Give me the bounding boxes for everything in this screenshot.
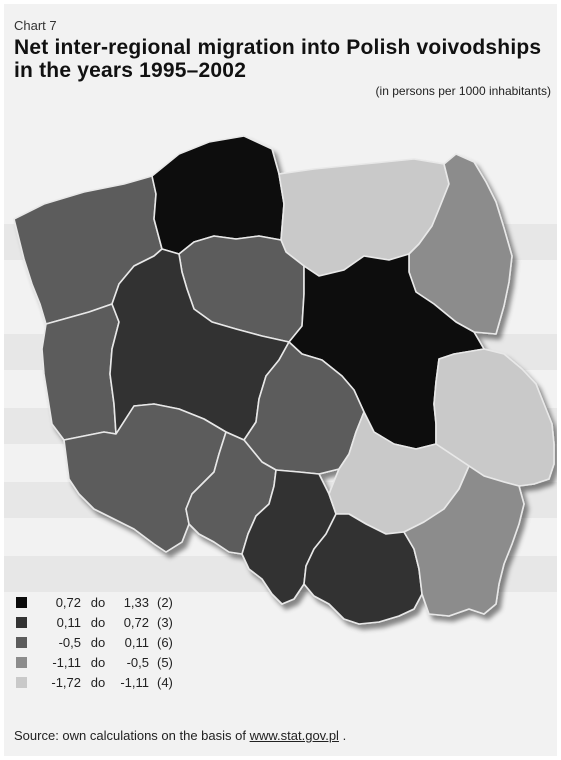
unit-note: (in persons per 1000 inhabitants) xyxy=(375,84,551,98)
voivodship-map-svg xyxy=(13,135,555,625)
legend-to: 1,33 xyxy=(123,594,149,610)
source-link[interactable]: www.stat.gov.pl xyxy=(249,728,339,743)
legend-item: 0,11 do 0,72 (3) xyxy=(16,612,173,632)
poland-map xyxy=(4,4,557,756)
legend-count: (6) xyxy=(157,634,173,650)
legend-swatch xyxy=(16,676,27,688)
source-suffix: . xyxy=(342,728,347,743)
source-note: Source: own calculations on the basis of… xyxy=(14,728,346,743)
legend-item: -0,5 do 0,11 (6) xyxy=(16,632,173,652)
region-podkarpackie xyxy=(403,465,525,617)
region-lubuskie xyxy=(41,303,120,441)
legend-count: (5) xyxy=(157,654,173,670)
legend: 0,72 do 1,33 (2) 0,11 do 0,72 (3) -0,5 d… xyxy=(16,592,173,692)
legend-from: 0,11 xyxy=(56,614,81,630)
legend-count: (4) xyxy=(157,674,173,690)
legend-swatch xyxy=(16,656,27,668)
legend-connector: do xyxy=(90,594,106,610)
legend-connector: do xyxy=(90,654,106,670)
legend-from: 0,72 xyxy=(55,594,81,610)
source-prefix: Source: own calculations on the basis of xyxy=(14,728,246,743)
legend-connector: do xyxy=(90,674,106,690)
chart-number: Chart 7 xyxy=(14,18,57,33)
legend-connector: do xyxy=(90,614,106,630)
legend-swatch xyxy=(16,616,27,628)
legend-from: -1,11 xyxy=(52,654,81,670)
legend-from: -0,5 xyxy=(58,634,81,650)
legend-count: (3) xyxy=(157,614,173,630)
legend-connector: do xyxy=(90,634,106,650)
legend-count: (2) xyxy=(157,594,173,610)
chart-title: Net inter-regional migration into Polish… xyxy=(14,36,542,82)
legend-to: -1,11 xyxy=(120,674,149,690)
legend-swatch xyxy=(16,596,27,608)
legend-swatch xyxy=(16,636,27,648)
legend-to: -0,5 xyxy=(126,654,149,670)
legend-to: 0,72 xyxy=(123,614,149,630)
legend-from: -1,72 xyxy=(51,674,81,690)
legend-item: -1,11 do -0,5 (5) xyxy=(16,652,173,672)
legend-item: 0,72 do 1,33 (2) xyxy=(16,592,173,612)
chart-panel: Chart 7 Net inter-regional migration int… xyxy=(4,4,557,756)
legend-item: -1,72 do -1,11 (4) xyxy=(16,672,173,692)
legend-to: 0,11 xyxy=(124,634,149,650)
region-malopolskie xyxy=(303,513,423,625)
